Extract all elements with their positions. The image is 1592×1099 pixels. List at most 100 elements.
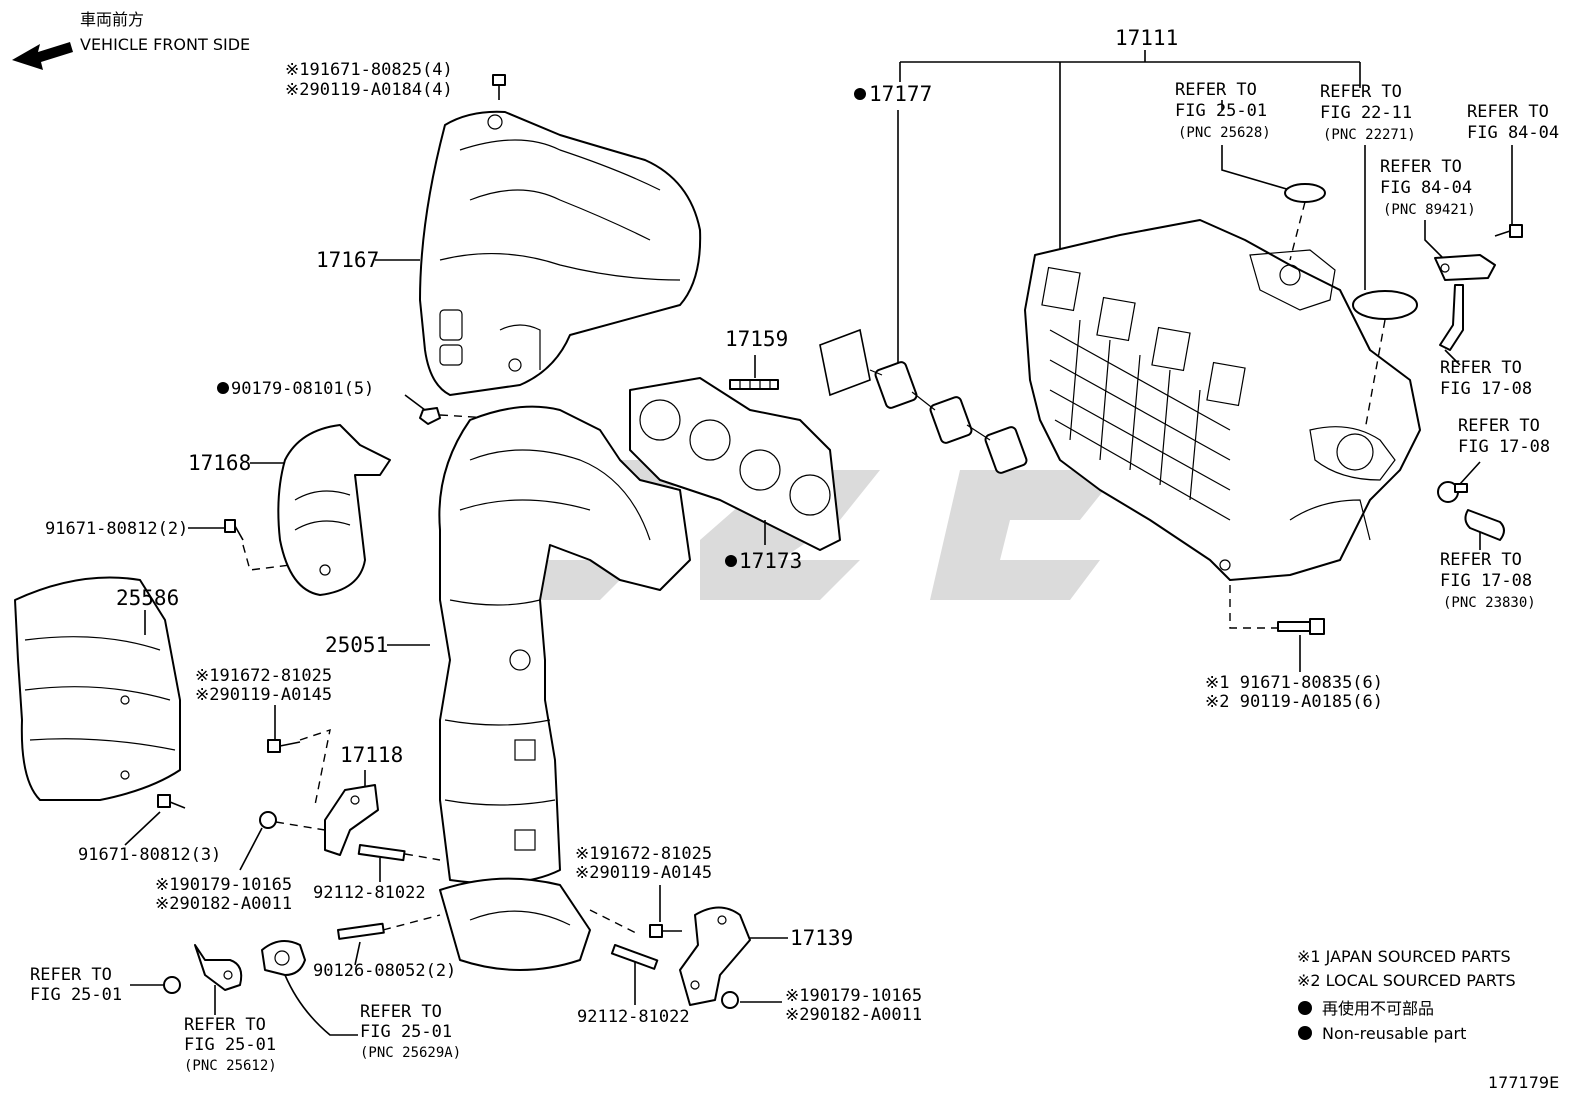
refer-10-line-1: REFER TO <box>360 1002 442 1022</box>
refer-9-line-1: REFER TO <box>184 1015 266 1035</box>
right-nut-label-1: ※190179-10165 <box>785 986 922 1006</box>
part-25051-label: 25051 <box>325 633 388 657</box>
nonreusable-dot-icon <box>854 88 866 100</box>
part-17168-label: 17168 <box>188 451 251 475</box>
exhaust-manifold-25051 <box>438 405 691 971</box>
manifold-bolt-label-1: ※1 91671-80835(6) <box>1205 673 1383 693</box>
vehicle-front-arrow-icon <box>12 42 73 70</box>
stud-bolt-icon <box>729 379 779 390</box>
refer-9-line-3: (PNC 25612) <box>184 1058 277 1074</box>
top-bolt-label-1: ※191671-80825(4) <box>285 60 453 80</box>
nonreusable-dot-icon <box>217 382 229 394</box>
front-label-jp: 車両前方 <box>80 10 144 29</box>
mid-bolt-label-2: ※290119-A0145 <box>575 863 712 883</box>
nut-icon <box>259 811 277 829</box>
front-label-en: VEHICLE FRONT SIDE <box>80 35 250 54</box>
refer-7-line-2: FIG 17-08 <box>1440 571 1532 591</box>
top-bolt-label-2: ※290119-A0184(4) <box>285 80 453 100</box>
part-17139-label: 17139 <box>790 926 853 950</box>
refer-4-line-2: FIG 84-04 <box>1380 178 1472 198</box>
refer-4-line-1: REFER TO <box>1380 157 1462 177</box>
part-25586-label: 25586 <box>116 586 179 610</box>
hose-clamp-icon <box>1437 481 1468 503</box>
right-nut-label-2: ※290182-A0011 <box>785 1005 922 1025</box>
left-bolt-label-2: ※290119-A0145 <box>195 685 332 705</box>
refer-2-line-3: (PNC 22271) <box>1323 127 1416 143</box>
refer-6-line-1: REFER TO <box>1458 416 1540 436</box>
stud-bolt-icon <box>337 922 385 940</box>
exhaust-pipe-insulator-25586 <box>14 576 181 801</box>
bracket-17139 <box>679 906 751 1006</box>
refer-7-line-1: REFER TO <box>1440 550 1522 570</box>
refer-8-line-2: FIG 25-01 <box>30 985 122 1005</box>
part-91671-80812-3-label: 91671-80812(3) <box>78 845 221 865</box>
hose-icon <box>1439 284 1464 351</box>
intake-manifold-gasket-17177 <box>819 328 1028 474</box>
refer-4-line-3: (PNC 89421) <box>1383 202 1476 218</box>
exhaust-manifold-gasket-17173 <box>629 377 841 551</box>
nonreusable-dot-icon <box>725 555 737 567</box>
bolt-icon <box>224 519 244 541</box>
legend-note-1: ※1 JAPAN SOURCED PARTS <box>1297 947 1511 966</box>
refer-1-line-3: (PNC 25628) <box>1178 125 1271 141</box>
refer-9-line-2: FIG 25-01 <box>184 1035 276 1055</box>
part-17118-label: 17118 <box>340 743 403 767</box>
refer-1-line-2: FIG 25-01 <box>1175 101 1267 121</box>
part-17167-label: 17167 <box>316 248 379 272</box>
refer-10-line-3: (PNC 25629A) <box>360 1045 461 1061</box>
nonreusable-dot-icon <box>1298 1001 1312 1015</box>
part-90126-08052-label: 90126-08052(2) <box>313 961 456 981</box>
sensor-icon <box>1434 254 1496 281</box>
bolt-icon <box>267 739 301 753</box>
refer-1-line-1: REFER TO <box>1175 80 1257 100</box>
part-17173-label: 17173 <box>739 549 802 573</box>
nut-icon <box>163 976 181 994</box>
part-17177-label: 17177 <box>869 82 932 106</box>
o-ring-icon <box>1284 183 1326 203</box>
manifold-bolt-label-2: ※2 90119-A0185(6) <box>1205 692 1383 712</box>
heat-insulator-17168 <box>277 424 391 596</box>
bolt-icon <box>1494 224 1523 238</box>
stud-bolt-icon <box>357 844 406 862</box>
nonreusable-dot-icon <box>1298 1026 1312 1040</box>
legend-note-2: ※2 LOCAL SOURCED PARTS <box>1297 971 1516 990</box>
refer-6-line-2: FIG 17-08 <box>1458 437 1550 457</box>
left-nut-label-2: ※290182-A0011 <box>155 894 292 914</box>
bolt-icon <box>649 924 682 938</box>
part-91671-80812-2-label: 91671-80812(2) <box>45 519 188 539</box>
refer-2-line-2: FIG 22-11 <box>1320 103 1412 123</box>
clamp-icon <box>194 944 243 991</box>
stud-bolt-icon <box>610 944 659 970</box>
refer-8-line-1: REFER TO <box>30 965 112 985</box>
refer-5-line-1: REFER TO <box>1440 358 1522 378</box>
bolt-icon <box>1277 618 1325 635</box>
left-nut-label-1: ※190179-10165 <box>155 875 292 895</box>
nut-icon <box>721 991 739 1009</box>
hose-icon <box>1464 509 1505 541</box>
refer-7-line-3: (PNC 23830) <box>1443 595 1536 611</box>
left-bolt-label-1: ※191672-81025 <box>195 666 332 686</box>
intake-manifold-17111 <box>1024 219 1421 581</box>
legend-nonreuse-jp: 再使用不可部品 <box>1322 999 1434 1018</box>
refer-2-line-1: REFER TO <box>1320 82 1402 102</box>
refer-5-line-2: FIG 17-08 <box>1440 379 1532 399</box>
part-17111-label: 17111 <box>1115 26 1178 50</box>
part-92112-81022-b-label: 92112-81022 <box>577 1007 690 1027</box>
refer-3-line-2: FIG 84-04 <box>1467 123 1559 143</box>
bracket-17118 <box>324 784 379 856</box>
heat-insulator-17167 <box>419 110 702 396</box>
bolt-icon <box>157 794 186 809</box>
throttle-gasket-icon <box>1352 290 1418 320</box>
refer-3-line-1: REFER TO <box>1467 102 1549 122</box>
legend-nonreuse-en: Non-reusable part <box>1322 1024 1466 1043</box>
bolt-icon <box>492 74 506 100</box>
mid-bolt-label-1: ※191672-81025 <box>575 844 712 864</box>
nut-icon <box>419 407 441 425</box>
figure-code: 177179E <box>1488 1073 1559 1092</box>
part-90179-08101-label: 90179-08101(5) <box>231 379 374 399</box>
part-17159-label: 17159 <box>725 327 788 351</box>
part-92112-81022-a-label: 92112-81022 <box>313 883 426 903</box>
refer-10-line-2: FIG 25-01 <box>360 1022 452 1042</box>
gasket-ring-icon <box>261 940 306 976</box>
